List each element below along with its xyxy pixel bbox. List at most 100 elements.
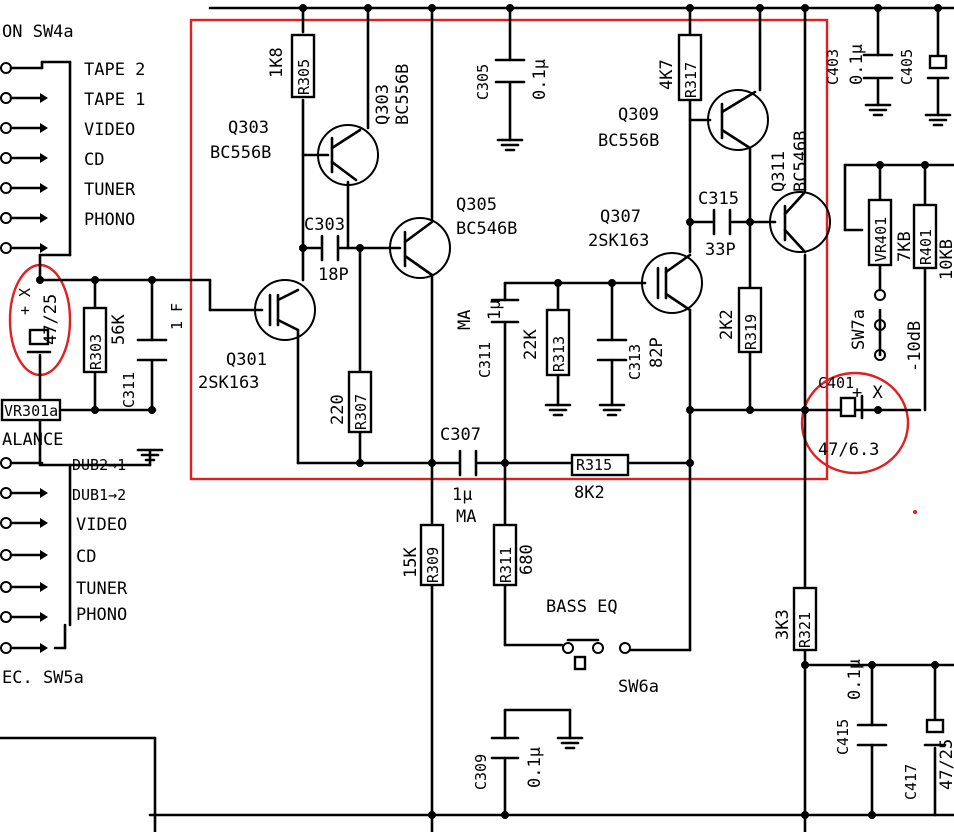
- wires: [0, 6, 954, 832]
- label-bass-eq: BASS EQ: [546, 597, 618, 617]
- highlight-ellipse-c401: [800, 371, 910, 475]
- label-r307-value: 220: [328, 394, 348, 425]
- label-c403: C403: [824, 49, 842, 85]
- label-r401-value: 10KB: [937, 239, 954, 280]
- label-r317-value: 4K7: [657, 59, 677, 90]
- label-c415: C415: [834, 719, 852, 755]
- label-r321: R321: [796, 612, 814, 648]
- label-input-b3: VIDEO: [76, 515, 127, 535]
- label-q305-type: BC546B: [456, 219, 517, 239]
- label-q307-type: 2SK163: [588, 231, 649, 251]
- label-balance: ALANCE: [2, 430, 63, 450]
- label-vr401: VR401: [872, 217, 890, 262]
- label-sw7-value: -10dB: [905, 321, 925, 372]
- label-input-3: VIDEO: [84, 120, 135, 140]
- label-r313: R313: [550, 336, 568, 372]
- label-c311-ma: MA: [455, 310, 475, 330]
- label-q307: Q307: [600, 207, 641, 227]
- ground-symbols: [136, 103, 952, 750]
- resistor-r309: [419, 523, 445, 587]
- label-input-b4: CD: [76, 547, 96, 567]
- label-r311: R311: [497, 547, 515, 583]
- resistor-r321: [792, 586, 818, 652]
- resistor-r319: [737, 286, 763, 354]
- label-sw5: EC. SW5a: [2, 668, 84, 688]
- label-q311: Q311: [769, 151, 789, 192]
- label-r303-value: 56K: [109, 314, 129, 345]
- label-c307-value: 1μ: [452, 485, 472, 505]
- labels-left: ON SW4a TAPE 2 TAPE 1 VIDEO CD TUNER PHO…: [2, 22, 186, 688]
- label-q301-type: 2SK163: [198, 373, 259, 393]
- label-c403-value: 0.1μ: [847, 44, 867, 85]
- label-input-6: PHONO: [84, 210, 135, 230]
- resistor-vr401: [867, 198, 893, 267]
- label-vr401-value: 7KB: [895, 231, 915, 262]
- label-r321-value: 3K3: [773, 609, 793, 640]
- label-sw4: ON SW4a: [2, 22, 74, 42]
- label-input-b6: PHONO: [76, 605, 127, 625]
- switches: [562, 289, 886, 671]
- label-q301: Q301: [226, 350, 267, 370]
- label-c315: C315: [698, 189, 739, 209]
- label-dub-1: DUB2→1: [72, 456, 126, 474]
- label-r317: R317: [682, 62, 700, 98]
- label-r315-value: 8K2: [574, 483, 605, 503]
- transistors: [254, 89, 831, 341]
- label-r309: R309: [424, 547, 442, 583]
- label-q305: Q305: [456, 195, 497, 215]
- transistor-q311: [769, 190, 831, 254]
- resistor-r311: [492, 523, 518, 587]
- label-r319-value: 2K2: [717, 309, 737, 340]
- resistor-r313: [545, 308, 571, 377]
- resistors: [0, 33, 938, 652]
- label-q311-type: BC546B: [791, 131, 811, 192]
- label-q303-rot: Q303: [373, 84, 393, 125]
- label-c-left-value: 47/25: [41, 294, 61, 345]
- input-pins-top: [0, 60, 72, 254]
- resistor-r317: [677, 33, 703, 102]
- label-c401-pol: + X: [852, 383, 883, 403]
- label-c-left-pol: + X: [16, 288, 34, 315]
- label-c307: C307: [440, 425, 481, 445]
- label-c303: C303: [304, 215, 345, 235]
- label-q303: Q303: [228, 118, 269, 138]
- label-q303-type: BC556B: [210, 143, 271, 163]
- label-r319: R319: [742, 314, 760, 350]
- label-c315-value: 33P: [705, 240, 736, 260]
- label-c415-value: 0.1μ: [845, 659, 865, 700]
- label-c401-value: 47/6.3: [818, 440, 879, 460]
- label-c417-value: 47/25: [937, 739, 954, 790]
- label-q309-type: BC556B: [598, 131, 659, 151]
- transistor-q305: [389, 217, 451, 279]
- junction-dots: [36, 4, 942, 819]
- label-q309: Q309: [618, 105, 659, 125]
- resistor-r305: [290, 33, 316, 99]
- transistor-q307: [641, 252, 703, 314]
- transistor-q303: [317, 124, 379, 186]
- label-c417: C417: [902, 764, 920, 800]
- label-dub-2: DUB1→2: [72, 486, 126, 504]
- label-c313: C313: [626, 344, 644, 380]
- labels-right: C403 0.1μ C405 VR401 7KB R401 10KB SW7a …: [818, 44, 954, 800]
- label-c311: C311: [476, 342, 494, 378]
- label-c405: C405: [898, 49, 916, 85]
- label-r313-value: 22K: [521, 329, 541, 360]
- label-r401: R401: [917, 229, 935, 265]
- input-pins-bottom: [0, 457, 48, 654]
- resistor-r303: [82, 306, 108, 374]
- labels-components: 1K8 R305 Q303 BC556B Q303 BC556B C305 0.…: [198, 47, 814, 790]
- label-r315: R315: [576, 456, 612, 474]
- label-q303-rot-type: BC556B: [393, 64, 413, 125]
- label-input-2: TAPE 1: [84, 90, 145, 110]
- label-input-1: TAPE 2: [84, 60, 145, 80]
- resistor-r315: [570, 453, 630, 477]
- stray-mark: [913, 510, 917, 514]
- label-c309-value: 0.1μ: [525, 747, 545, 788]
- label-input-4: CD: [84, 150, 104, 170]
- label-r311-value: 680: [517, 544, 537, 575]
- transistor-q309: [707, 89, 769, 151]
- capacitors: [26, 53, 950, 760]
- resistor-vr301: [0, 398, 62, 422]
- label-sw6: SW6a: [618, 677, 659, 697]
